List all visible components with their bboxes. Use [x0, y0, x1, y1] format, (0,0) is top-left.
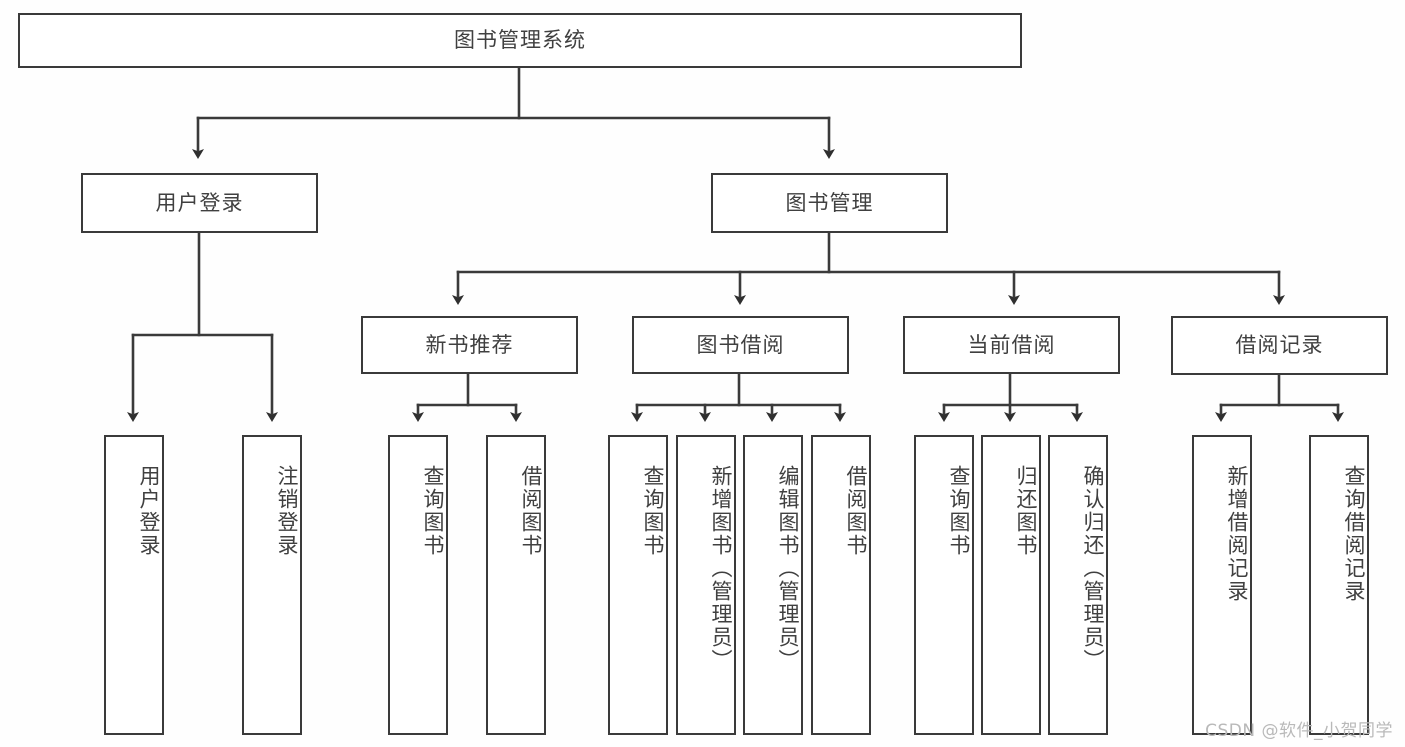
leaf-user-login-logout[interactable]: 注销登录	[242, 435, 302, 735]
node-book-borrow[interactable]: 图书借阅	[632, 316, 849, 374]
leaf-label: 用户登录	[137, 465, 161, 557]
node-user-login[interactable]: 用户登录	[81, 173, 318, 233]
leaf-borrow-borrow-book[interactable]: 借阅图书	[811, 435, 871, 735]
node-root-system[interactable]: 图书管理系统	[18, 13, 1022, 68]
leaf-records-query-record[interactable]: 查询借阅记录	[1309, 435, 1369, 735]
leaf-label: 查询借阅记录	[1342, 465, 1366, 603]
leaf-label: 借阅图书	[844, 465, 868, 557]
leaf-label: 查询图书	[641, 465, 665, 557]
leaf-borrow-query-book[interactable]: 查询图书	[608, 435, 668, 735]
leaf-label: 借阅图书	[519, 465, 543, 557]
leaf-label: 新增借阅记录	[1225, 465, 1249, 603]
node-current-borrow[interactable]: 当前借阅	[903, 316, 1120, 374]
leaf-borrow-add-book-admin[interactable]: 新增图书（管理员）	[676, 435, 736, 735]
leaf-records-add-record[interactable]: 新增借阅记录	[1192, 435, 1252, 735]
leaf-new-book-query[interactable]: 查询图书	[388, 435, 448, 735]
leaf-borrow-edit-book-admin[interactable]: 编辑图书（管理员）	[743, 435, 803, 735]
leaf-label: 注销登录	[275, 465, 299, 557]
leaf-label: 查询图书	[947, 465, 971, 557]
watermark-text: CSDN @软件_小贺同学	[1205, 721, 1393, 741]
leaf-label: 归还图书	[1014, 465, 1038, 557]
node-book-management[interactable]: 图书管理	[711, 173, 948, 233]
leaf-current-return-book[interactable]: 归还图书	[981, 435, 1041, 735]
node-borrow-records[interactable]: 借阅记录	[1171, 316, 1388, 375]
node-new-book-recommend[interactable]: 新书推荐	[361, 316, 578, 374]
leaf-user-login-login[interactable]: 用户登录	[104, 435, 164, 735]
leaf-label: 确认归还（管理员）	[1081, 465, 1105, 672]
leaf-label: 编辑图书（管理员）	[776, 465, 800, 672]
leaf-current-confirm-return-admin[interactable]: 确认归还（管理员）	[1048, 435, 1108, 735]
leaf-label: 查询图书	[421, 465, 445, 557]
leaf-label: 新增图书（管理员）	[709, 465, 733, 672]
leaf-current-query-book[interactable]: 查询图书	[914, 435, 974, 735]
leaf-new-book-borrow[interactable]: 借阅图书	[486, 435, 546, 735]
